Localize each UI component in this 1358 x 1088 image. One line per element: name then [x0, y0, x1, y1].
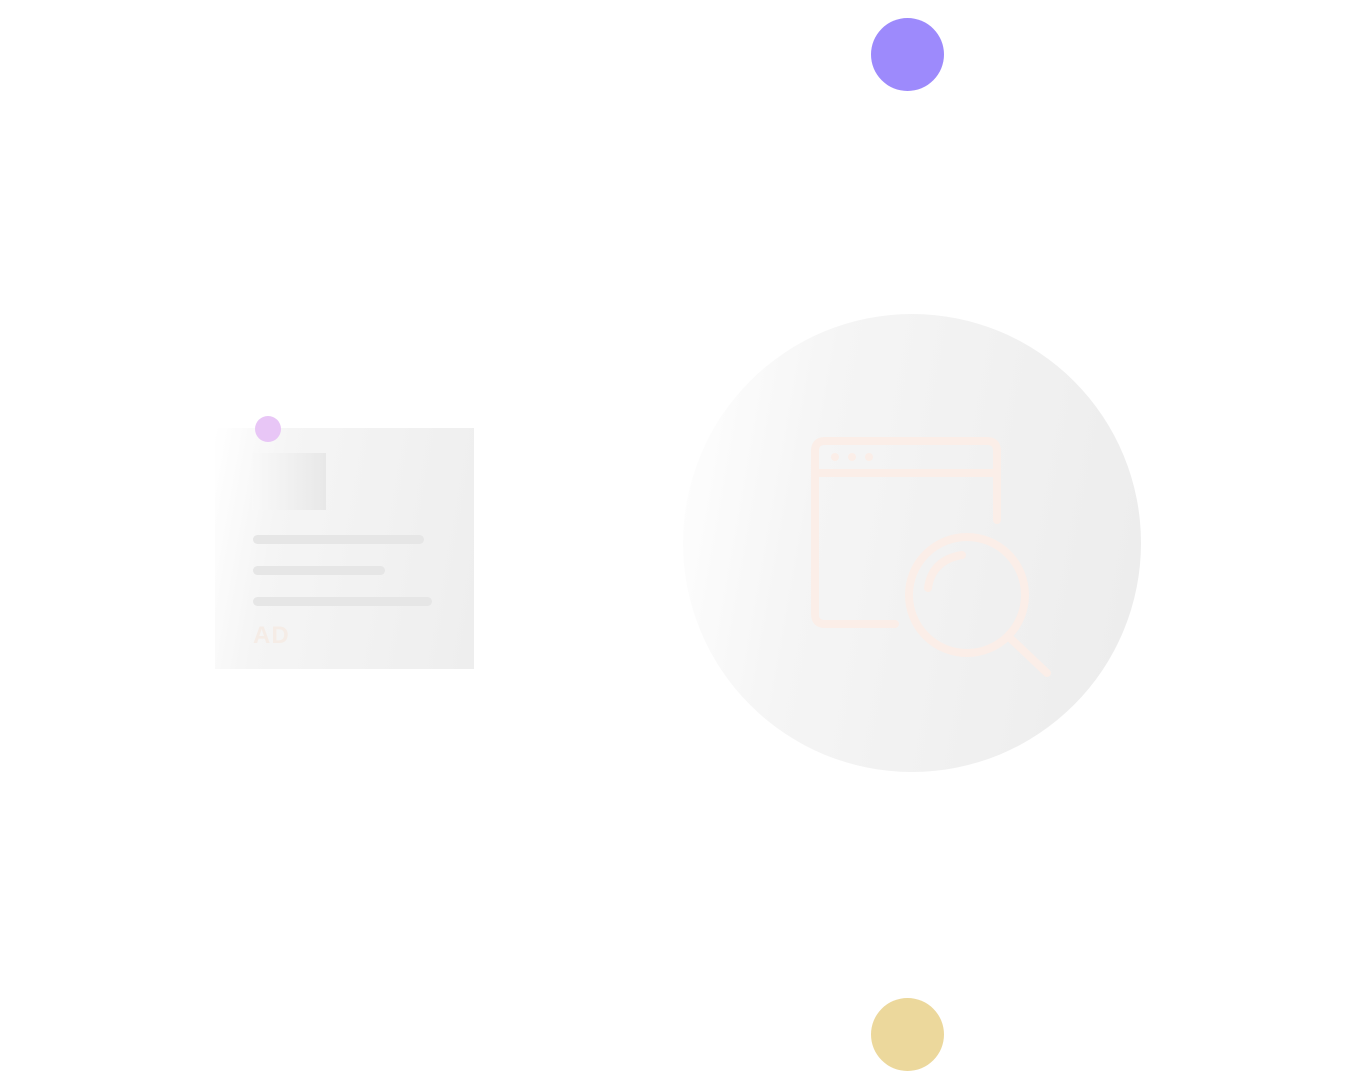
search-illustration-circle — [683, 314, 1141, 772]
ad-card-text-line — [253, 597, 432, 606]
yellow-decor-dot — [871, 998, 944, 1071]
ad-card-text-line — [253, 566, 385, 575]
purple-decor-dot — [871, 18, 944, 91]
ad-card-text-line — [253, 535, 424, 544]
ad-card-image-placeholder — [252, 453, 326, 510]
ad-label: AD — [253, 622, 290, 649]
pin-dot — [255, 416, 281, 442]
